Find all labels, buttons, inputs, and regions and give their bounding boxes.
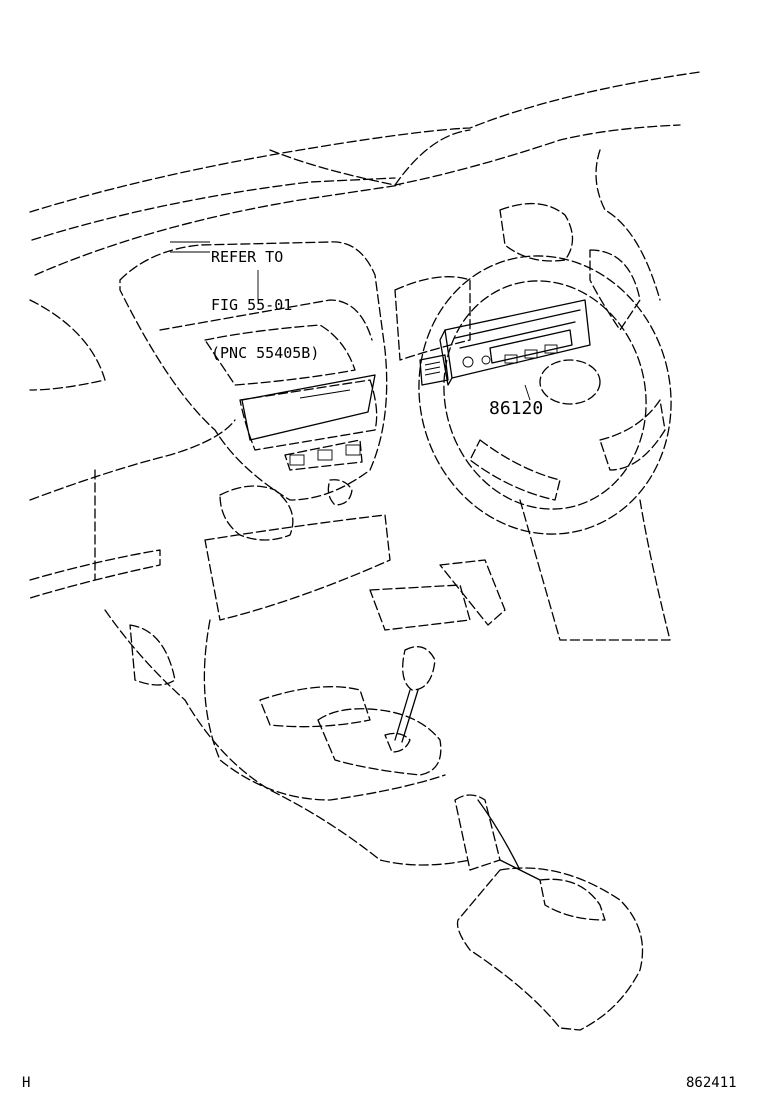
corner-code: H	[22, 1075, 31, 1091]
illustration-number: 862411	[686, 1075, 737, 1091]
center-display	[241, 374, 376, 466]
refer-line-2: FIG 55-01	[211, 296, 293, 314]
refer-bracket-lines	[170, 241, 210, 253]
gear-shift-lever	[384, 646, 436, 753]
audio-unit	[419, 299, 591, 401]
leader-lines	[170, 241, 259, 300]
center-console	[104, 241, 506, 866]
refer-line-1: REFER TO	[211, 248, 284, 266]
floor-console-part	[454, 794, 644, 1031]
refer-to-callout: REFER TO FIG 55-01 (PNC 55405B)	[211, 220, 319, 379]
steering-wheel	[394, 202, 672, 641]
refer-line-3: (PNC 55405B)	[211, 344, 320, 362]
part-number-label: 86120	[489, 398, 544, 419]
dashboard-outline	[29, 71, 701, 599]
